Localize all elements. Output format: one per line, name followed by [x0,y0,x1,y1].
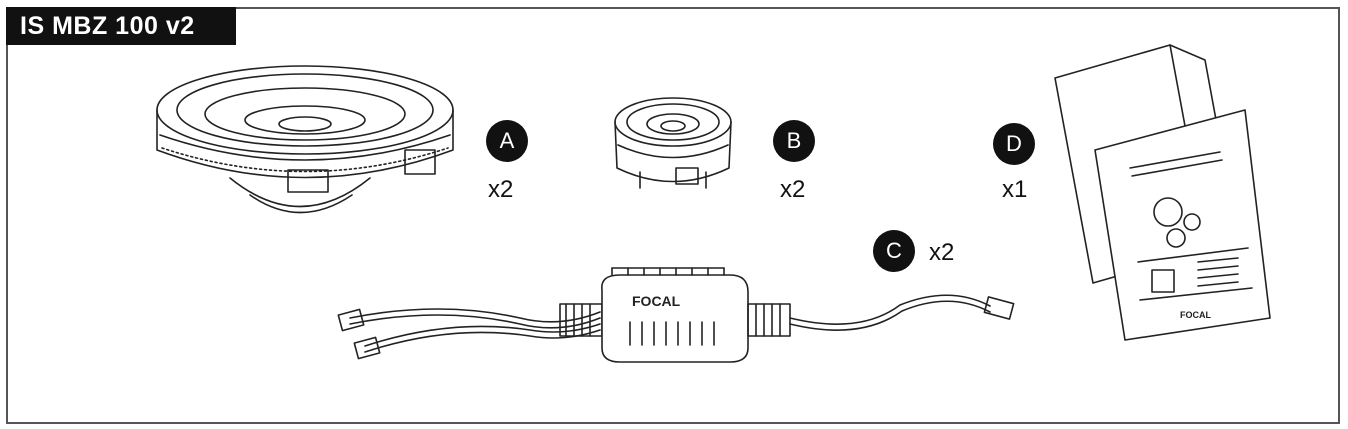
manual-logo-text: FOCAL [1180,310,1211,320]
item-quantity-c: x2 [929,239,955,266]
item-label-b: B [773,120,815,162]
item-label-a: A [486,120,528,162]
crossover-drawing [337,267,1015,363]
crossover-logo-text: FOCAL [632,293,681,309]
item-label-d: D [993,123,1035,165]
diagram-frame [6,7,1340,424]
item-quantity-d: x1 [1002,176,1028,203]
item-quantity-b: x2 [780,176,806,203]
item-label-c: C [873,230,915,272]
speaker-drawing [156,65,454,214]
item-quantity-a: x2 [488,176,514,203]
product-title: IS MBZ 100 v2 [6,7,236,45]
manual-drawing [1054,44,1271,341]
tweeter-drawing [614,97,732,189]
